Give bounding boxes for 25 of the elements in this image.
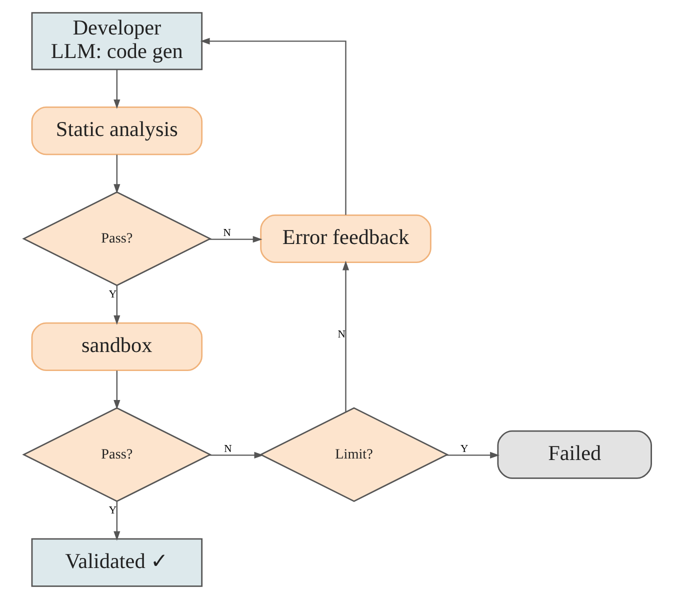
arrow [113, 70, 120, 109]
node-box: Failed [496, 430, 652, 479]
edge-label: N [337, 330, 345, 341]
edge-label: Y [108, 289, 116, 300]
node-diamond: Limit? [258, 407, 448, 502]
node-diamond: Pass? [22, 407, 212, 502]
node-box: sandbox [30, 322, 202, 371]
arrow [446, 452, 499, 459]
arrow [200, 38, 346, 215]
arrow [113, 285, 120, 325]
node-box: Static analysis [30, 106, 202, 156]
edge-label: Y [460, 444, 468, 455]
arrow [113, 370, 120, 410]
arrow [342, 260, 349, 412]
arrow [113, 154, 120, 194]
node-box: Validated ✓ [30, 538, 202, 587]
edge-label: N [224, 444, 232, 455]
node-box: Error feedback [260, 214, 431, 264]
node-box: Developer LLM: code gen [30, 12, 202, 70]
arrow [113, 501, 120, 541]
arrow [208, 452, 264, 459]
edge-label: N [222, 228, 230, 240]
edge-label: Y [108, 505, 116, 516]
arrow [208, 236, 262, 243]
node-diamond: Pass? [22, 191, 212, 286]
